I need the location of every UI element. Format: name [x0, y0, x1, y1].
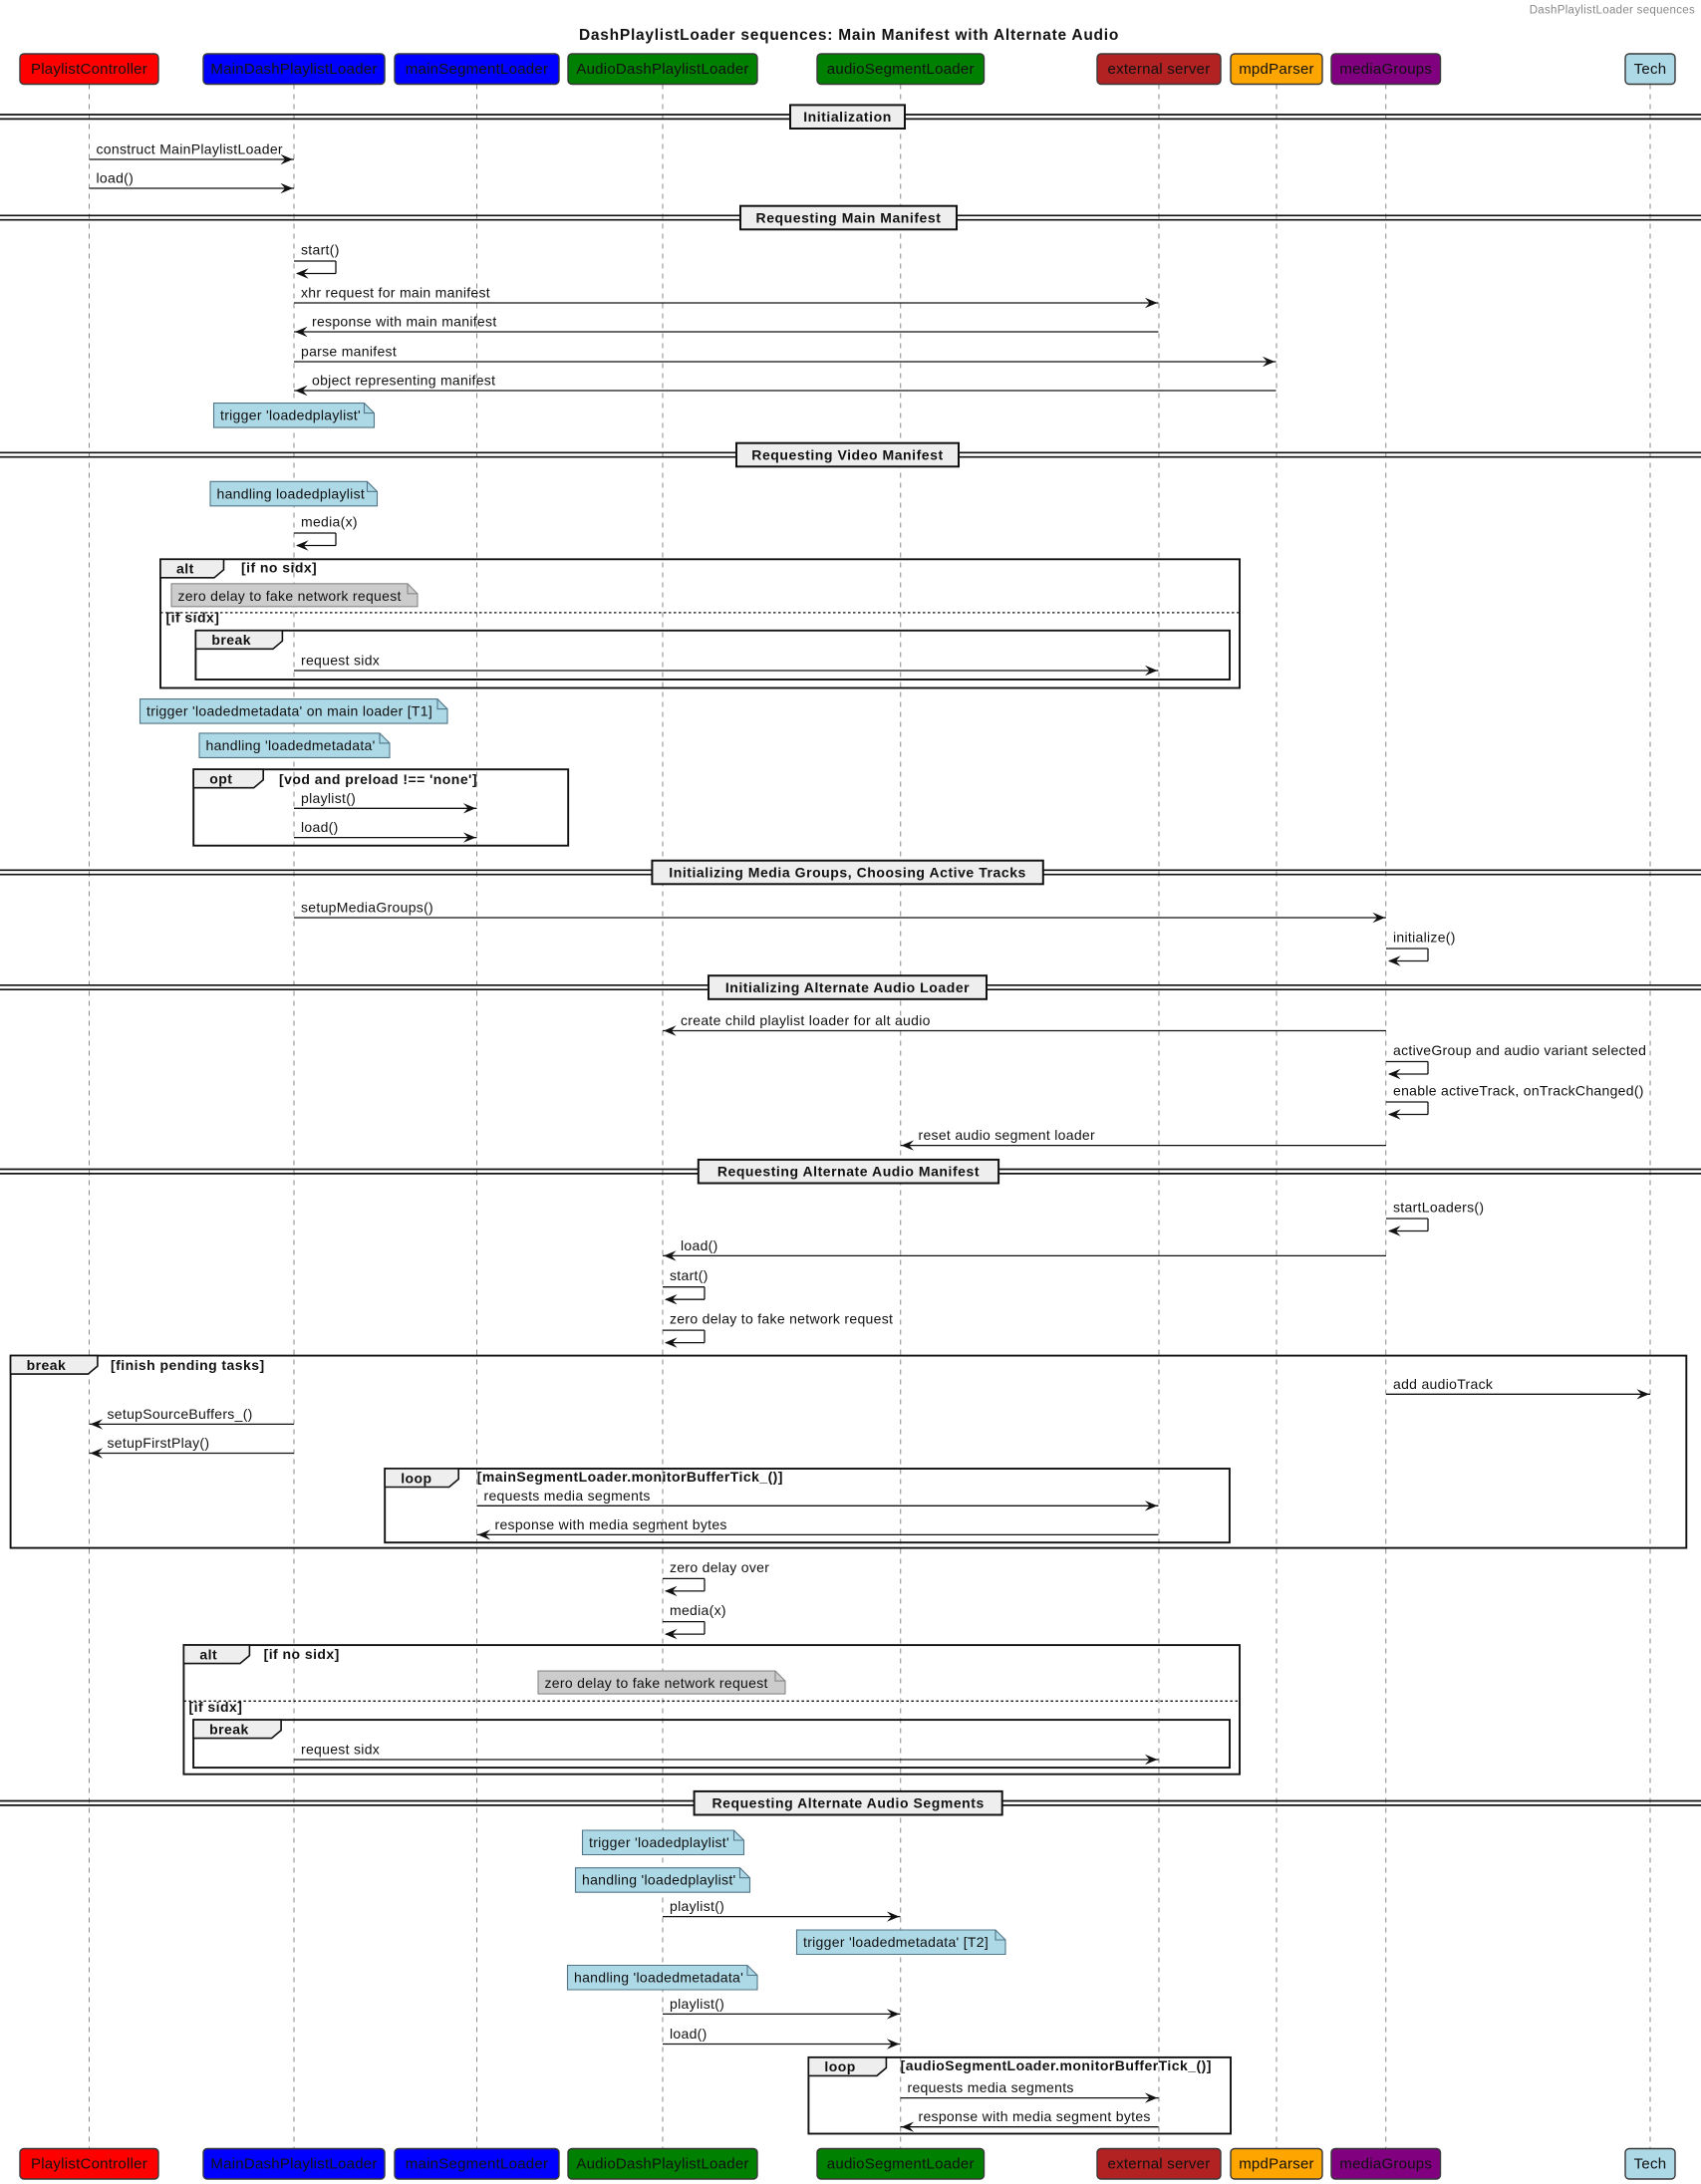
svg-text:request sidx: request sidx — [301, 653, 380, 669]
svg-text:DashPlaylistLoader sequences: DashPlaylistLoader sequences — [1530, 5, 1695, 17]
svg-text:construct MainPlaylistLoader: construct MainPlaylistLoader — [97, 141, 283, 157]
svg-text:start(): start() — [670, 1267, 709, 1283]
svg-text:requests media segments: requests media segments — [908, 2079, 1074, 2095]
svg-text:load(): load() — [97, 170, 135, 186]
svg-text:loop: loop — [824, 2058, 855, 2074]
svg-text:Requesting Main Manifest: Requesting Main Manifest — [756, 209, 942, 225]
svg-text:parse manifest: parse manifest — [301, 344, 397, 360]
svg-text:mediaGroups: mediaGroups — [1339, 61, 1432, 78]
svg-text:trigger 'loadedmetadata' [T2]: trigger 'loadedmetadata' [T2] — [803, 1934, 989, 1950]
svg-text:handling 'loadedplaylist': handling 'loadedplaylist' — [582, 1872, 736, 1888]
svg-text:zero delay to fake network req: zero delay to fake network request — [178, 588, 402, 604]
svg-text:request sidx: request sidx — [301, 1742, 380, 1758]
svg-text:load(): load() — [301, 819, 339, 835]
svg-text:MainDashPlaylistLoader: MainDashPlaylistLoader — [210, 2156, 377, 2173]
svg-text:playlist(): playlist() — [301, 790, 356, 806]
svg-text:load(): load() — [670, 2026, 708, 2042]
svg-text:audioSegmentLoader: audioSegmentLoader — [827, 2156, 975, 2173]
svg-text:load(): load() — [681, 1237, 718, 1253]
svg-text:PlaylistController: PlaylistController — [31, 61, 147, 78]
svg-text:zero delay to fake network req: zero delay to fake network request — [545, 1675, 768, 1691]
svg-text:Tech: Tech — [1634, 61, 1667, 78]
svg-text:setupFirstPlay(): setupFirstPlay() — [108, 1435, 210, 1451]
svg-text:PlaylistController: PlaylistController — [31, 2156, 147, 2173]
svg-text:break: break — [27, 1357, 67, 1373]
svg-text:Requesting Alternate Audio Man: Requesting Alternate Audio Manifest — [717, 1164, 980, 1180]
svg-text:[if sidx]: [if sidx] — [189, 1699, 243, 1715]
svg-text:startLoaders(): startLoaders() — [1393, 1200, 1484, 1216]
svg-text:AudioDashPlaylistLoader: AudioDashPlaylistLoader — [576, 61, 748, 78]
svg-text:opt: opt — [209, 771, 232, 787]
svg-text:alt: alt — [176, 561, 194, 577]
svg-text:break: break — [209, 1721, 249, 1737]
svg-text:add audioTrack: add audioTrack — [1393, 1376, 1494, 1392]
svg-text:audioSegmentLoader: audioSegmentLoader — [827, 61, 975, 78]
svg-text:setupSourceBuffers_(): setupSourceBuffers_() — [108, 1406, 253, 1422]
svg-text:object representing manifest: object representing manifest — [312, 373, 495, 389]
svg-text:start(): start() — [301, 242, 340, 258]
svg-text:Requesting Alternate Audio Seg: Requesting Alternate Audio Segments — [711, 1795, 984, 1811]
svg-text:external server: external server — [1108, 2156, 1211, 2173]
svg-text:xhr request for main manifest: xhr request for main manifest — [301, 285, 490, 301]
svg-text:break: break — [211, 632, 251, 648]
svg-text:trigger 'loadedmetadata' on ma: trigger 'loadedmetadata' on main loader … — [146, 703, 432, 719]
svg-text:initialize(): initialize() — [1393, 930, 1456, 946]
svg-text:handling loadedplaylist: handling loadedplaylist — [217, 485, 366, 501]
svg-text:response with media segment by: response with media segment bytes — [495, 1516, 727, 1532]
svg-text:[if sidx]: [if sidx] — [166, 610, 220, 626]
svg-text:create child playlist loader f: create child playlist loader for alt aud… — [681, 1012, 931, 1028]
svg-text:playlist(): playlist() — [670, 1898, 724, 1914]
svg-text:DashPlaylistLoader sequences:: DashPlaylistLoader sequences: Main Manif… — [579, 27, 1119, 44]
svg-text:mpdParser: mpdParser — [1239, 61, 1314, 78]
svg-text:mainSegmentLoader: mainSegmentLoader — [406, 2156, 549, 2173]
svg-text:Requesting Video Manifest: Requesting Video Manifest — [751, 446, 943, 462]
svg-text:[if no sidx]: [if no sidx] — [264, 1646, 340, 1662]
svg-text:activeGroup and audio variant: activeGroup and audio variant selected — [1393, 1042, 1646, 1058]
svg-text:reset audio segment loader: reset audio segment loader — [919, 1127, 1095, 1143]
svg-text:alt: alt — [199, 1646, 217, 1662]
svg-text:[audioSegmentLoader.monitorBuf: [audioSegmentLoader.monitorBufferTick_()… — [901, 2057, 1212, 2073]
svg-text:media(x): media(x) — [670, 1602, 726, 1618]
svg-text:mpdParser: mpdParser — [1239, 2156, 1314, 2173]
svg-text:setupMediaGroups(): setupMediaGroups() — [301, 900, 433, 916]
svg-text:[finish pending tasks]: [finish pending tasks] — [111, 1357, 265, 1373]
svg-text:zero delay to fake network req: zero delay to fake network request — [670, 1311, 893, 1327]
svg-text:requests media segments: requests media segments — [484, 1488, 651, 1503]
svg-text:trigger 'loadedplaylist': trigger 'loadedplaylist' — [220, 408, 361, 423]
svg-text:Initializing Media Groups, Cho: Initializing Media Groups, Choosing Acti… — [669, 864, 1026, 880]
svg-text:zero delay over: zero delay over — [670, 1559, 769, 1575]
svg-text:loop: loop — [401, 1470, 431, 1486]
svg-text:mediaGroups: mediaGroups — [1339, 2156, 1432, 2173]
svg-text:MainDashPlaylistLoader: MainDashPlaylistLoader — [210, 61, 377, 78]
svg-text:mainSegmentLoader: mainSegmentLoader — [406, 61, 549, 78]
svg-text:[mainSegmentLoader.monitorBuff: [mainSegmentLoader.monitorBufferTick_()] — [477, 1469, 783, 1485]
svg-text:external server: external server — [1108, 61, 1211, 78]
svg-text:Tech: Tech — [1634, 2156, 1667, 2173]
svg-text:[if no sidx]: [if no sidx] — [241, 560, 317, 576]
svg-text:Initialization: Initialization — [803, 109, 892, 125]
svg-text:handling 'loadedmetadata': handling 'loadedmetadata' — [206, 737, 376, 753]
svg-text:trigger 'loadedplaylist': trigger 'loadedplaylist' — [589, 1834, 729, 1850]
svg-text:[vod and preload !== 'none']: [vod and preload !== 'none'] — [279, 771, 477, 787]
svg-text:media(x): media(x) — [301, 514, 358, 530]
svg-text:response with main manifest: response with main manifest — [312, 314, 497, 330]
svg-text:Initializing Alternate Audio L: Initializing Alternate Audio Loader — [725, 979, 970, 995]
svg-text:AudioDashPlaylistLoader: AudioDashPlaylistLoader — [576, 2156, 748, 2173]
svg-text:playlist(): playlist() — [670, 1996, 724, 2012]
svg-text:response with media segment by: response with media segment bytes — [919, 2108, 1151, 2124]
svg-text:handling 'loadedmetadata': handling 'loadedmetadata' — [574, 1970, 743, 1986]
svg-text:enable activeTrack, onTrackCha: enable activeTrack, onTrackChanged() — [1393, 1083, 1644, 1099]
